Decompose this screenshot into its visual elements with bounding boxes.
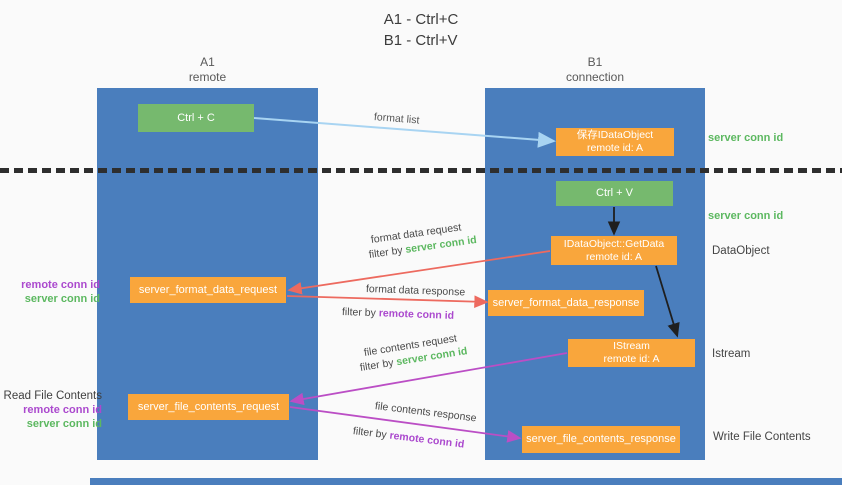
getdata-box: IDataObject::GetData remote id: A	[551, 236, 677, 265]
filter-by-text: filter by	[359, 356, 395, 374]
filter-by-text: filter by	[352, 425, 388, 442]
format-list-label: format list	[373, 111, 420, 127]
read-file-contents-label: Read File Contents	[3, 390, 102, 402]
ctrl-c-action-box: Ctrl + C	[138, 104, 254, 132]
format-data-response-label: format data response	[365, 283, 466, 299]
istream-line2: remote id: A	[603, 353, 660, 365]
remote-conn-id-text: remote conn id	[378, 307, 455, 322]
column-b-subtitle: connection	[565, 70, 625, 84]
server-format-data-response-label: server_format_data_response	[492, 296, 640, 309]
filter-by-text: filter by	[341, 306, 377, 320]
dataobject-label: DataObject	[712, 245, 770, 257]
diagram-title: A1 - Ctrl+C B1 - Ctrl+V	[0, 9, 842, 51]
file-contents-response-label: file contents response	[374, 400, 478, 425]
filter-by-text: filter by	[368, 244, 404, 261]
server-file-contents-request-label: server_file_contents_request	[137, 400, 280, 413]
server-conn-id-top-label: server conn id	[708, 132, 784, 144]
server-file-contents-request-box: server_file_contents_request	[128, 394, 289, 420]
server-file-contents-response-box: server_file_contents_response	[522, 426, 680, 453]
server-conn-id-side-label: server conn id	[26, 418, 102, 430]
istream-box: IStream remote id: A	[568, 339, 695, 367]
ctrl-v-action-box: Ctrl + V	[556, 181, 673, 206]
ctrl-v-label: Ctrl + V	[596, 187, 633, 199]
bottom-window-edge	[90, 478, 842, 485]
server-format-data-request-label: server_format_data_request	[138, 283, 278, 296]
istream-line1: IStream	[613, 340, 650, 352]
column-a-title: A1	[200, 55, 215, 69]
ctrl-c-label: Ctrl + C	[177, 111, 215, 124]
server-conn-id-side-label: server conn id	[24, 293, 100, 305]
getdata-line1: IDataObject::GetData	[563, 237, 665, 250]
server-format-data-request-box: server_format_data_request	[130, 277, 286, 303]
getdata-line2: remote id: A	[585, 250, 643, 263]
column-b-title: B1	[587, 55, 603, 69]
column-a-subtitle: remote	[188, 70, 227, 84]
remote-conn-id-side-label: remote conn id	[21, 279, 100, 291]
save-idataobject-box: 保存IDataObject remote id: A	[556, 128, 674, 156]
column-a-header: A1 remote	[97, 55, 318, 85]
title-line-2: B1 - Ctrl+V	[383, 32, 458, 49]
column-b-header: B1 connection	[485, 55, 705, 85]
save-idataobject-line1: 保存IDataObject	[576, 129, 654, 141]
server-format-data-response-box: server_format_data_response	[488, 290, 644, 316]
server-file-contents-response-label: server_file_contents_response	[526, 433, 676, 445]
remote-conn-id-text: remote conn id	[388, 429, 466, 451]
write-file-contents-label: Write File Contents	[713, 431, 811, 443]
session-divider-dashed-line	[0, 168, 842, 173]
remote-conn-id-side-label: remote conn id	[23, 404, 102, 416]
format-request-conn-id-labels: remote conn id server conn id	[16, 278, 100, 306]
title-line-1: A1 - Ctrl+C	[383, 11, 459, 28]
file-request-side-labels: Read File Contents remote conn id server…	[3, 389, 102, 431]
save-idataobject-line2: remote id: A	[586, 142, 644, 154]
istream-side-label: Istream	[712, 348, 751, 360]
server-conn-id-mid-label: server conn id	[708, 210, 784, 222]
